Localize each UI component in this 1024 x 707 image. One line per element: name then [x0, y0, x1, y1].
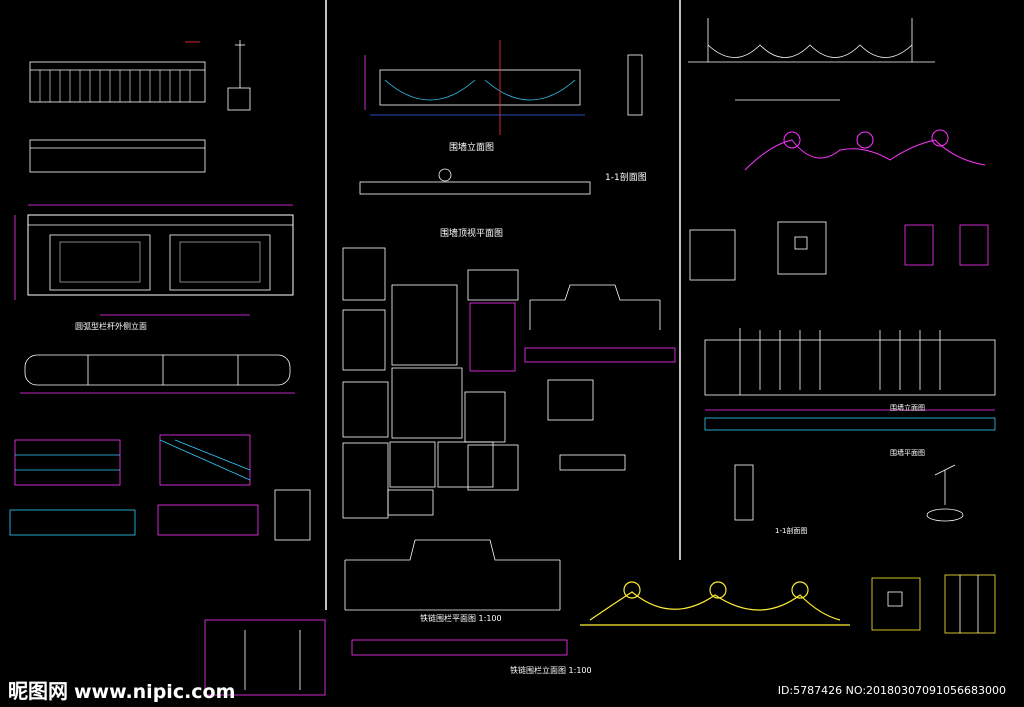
bottom-right-post-details	[871, 574, 996, 634]
guardrail-elevation	[20, 354, 295, 394]
top-chain-fence	[688, 18, 935, 101]
post-details	[689, 221, 989, 281]
chain-plan-title: 铁链围栏平面图 1:100	[420, 614, 502, 623]
railing-outer-elevation	[14, 204, 294, 316]
mid-fence-elevations	[524, 284, 676, 471]
wall-elevation-title: 围墙立面图	[449, 143, 495, 153]
yellow-chain-elevation	[580, 581, 850, 626]
section-right-title: 1-1剖面图	[775, 527, 808, 535]
fence-elev-right-title: 围墙立面图	[890, 404, 925, 412]
wall-top-plan-title: 围墙顶视平面图	[440, 229, 504, 239]
detail-sheets-cluster	[342, 247, 519, 519]
nipic-watermark-logo: 昵图网 www.nipic.com	[8, 675, 235, 704]
watermark-url: www.nipic.com	[74, 681, 236, 703]
bottom-left-fences	[9, 434, 311, 541]
wall-elevation-drawing	[359, 40, 643, 195]
right-fence-elevation	[704, 328, 996, 431]
watermark-brand: 昵图网	[8, 679, 68, 703]
magenta-chain-elevation	[744, 129, 986, 171]
chain-fence-plan	[344, 539, 568, 656]
chain-elev-title: 铁链围栏立面图 1:100	[510, 666, 592, 675]
panel-dividers	[325, 0, 681, 610]
top-railing-elevation	[29, 40, 251, 173]
watermark-id: ID:5787426 NO:20180307091056683000	[777, 684, 1006, 697]
fence-plan-right-title: 围墙平面图	[890, 449, 925, 457]
railing-outer-elev-title: 圆弧型栏杆外侧立面	[75, 322, 147, 331]
bottom-detail	[204, 619, 326, 696]
right-section-tree	[734, 464, 964, 522]
section-title: 1-1剖面图	[605, 173, 647, 183]
